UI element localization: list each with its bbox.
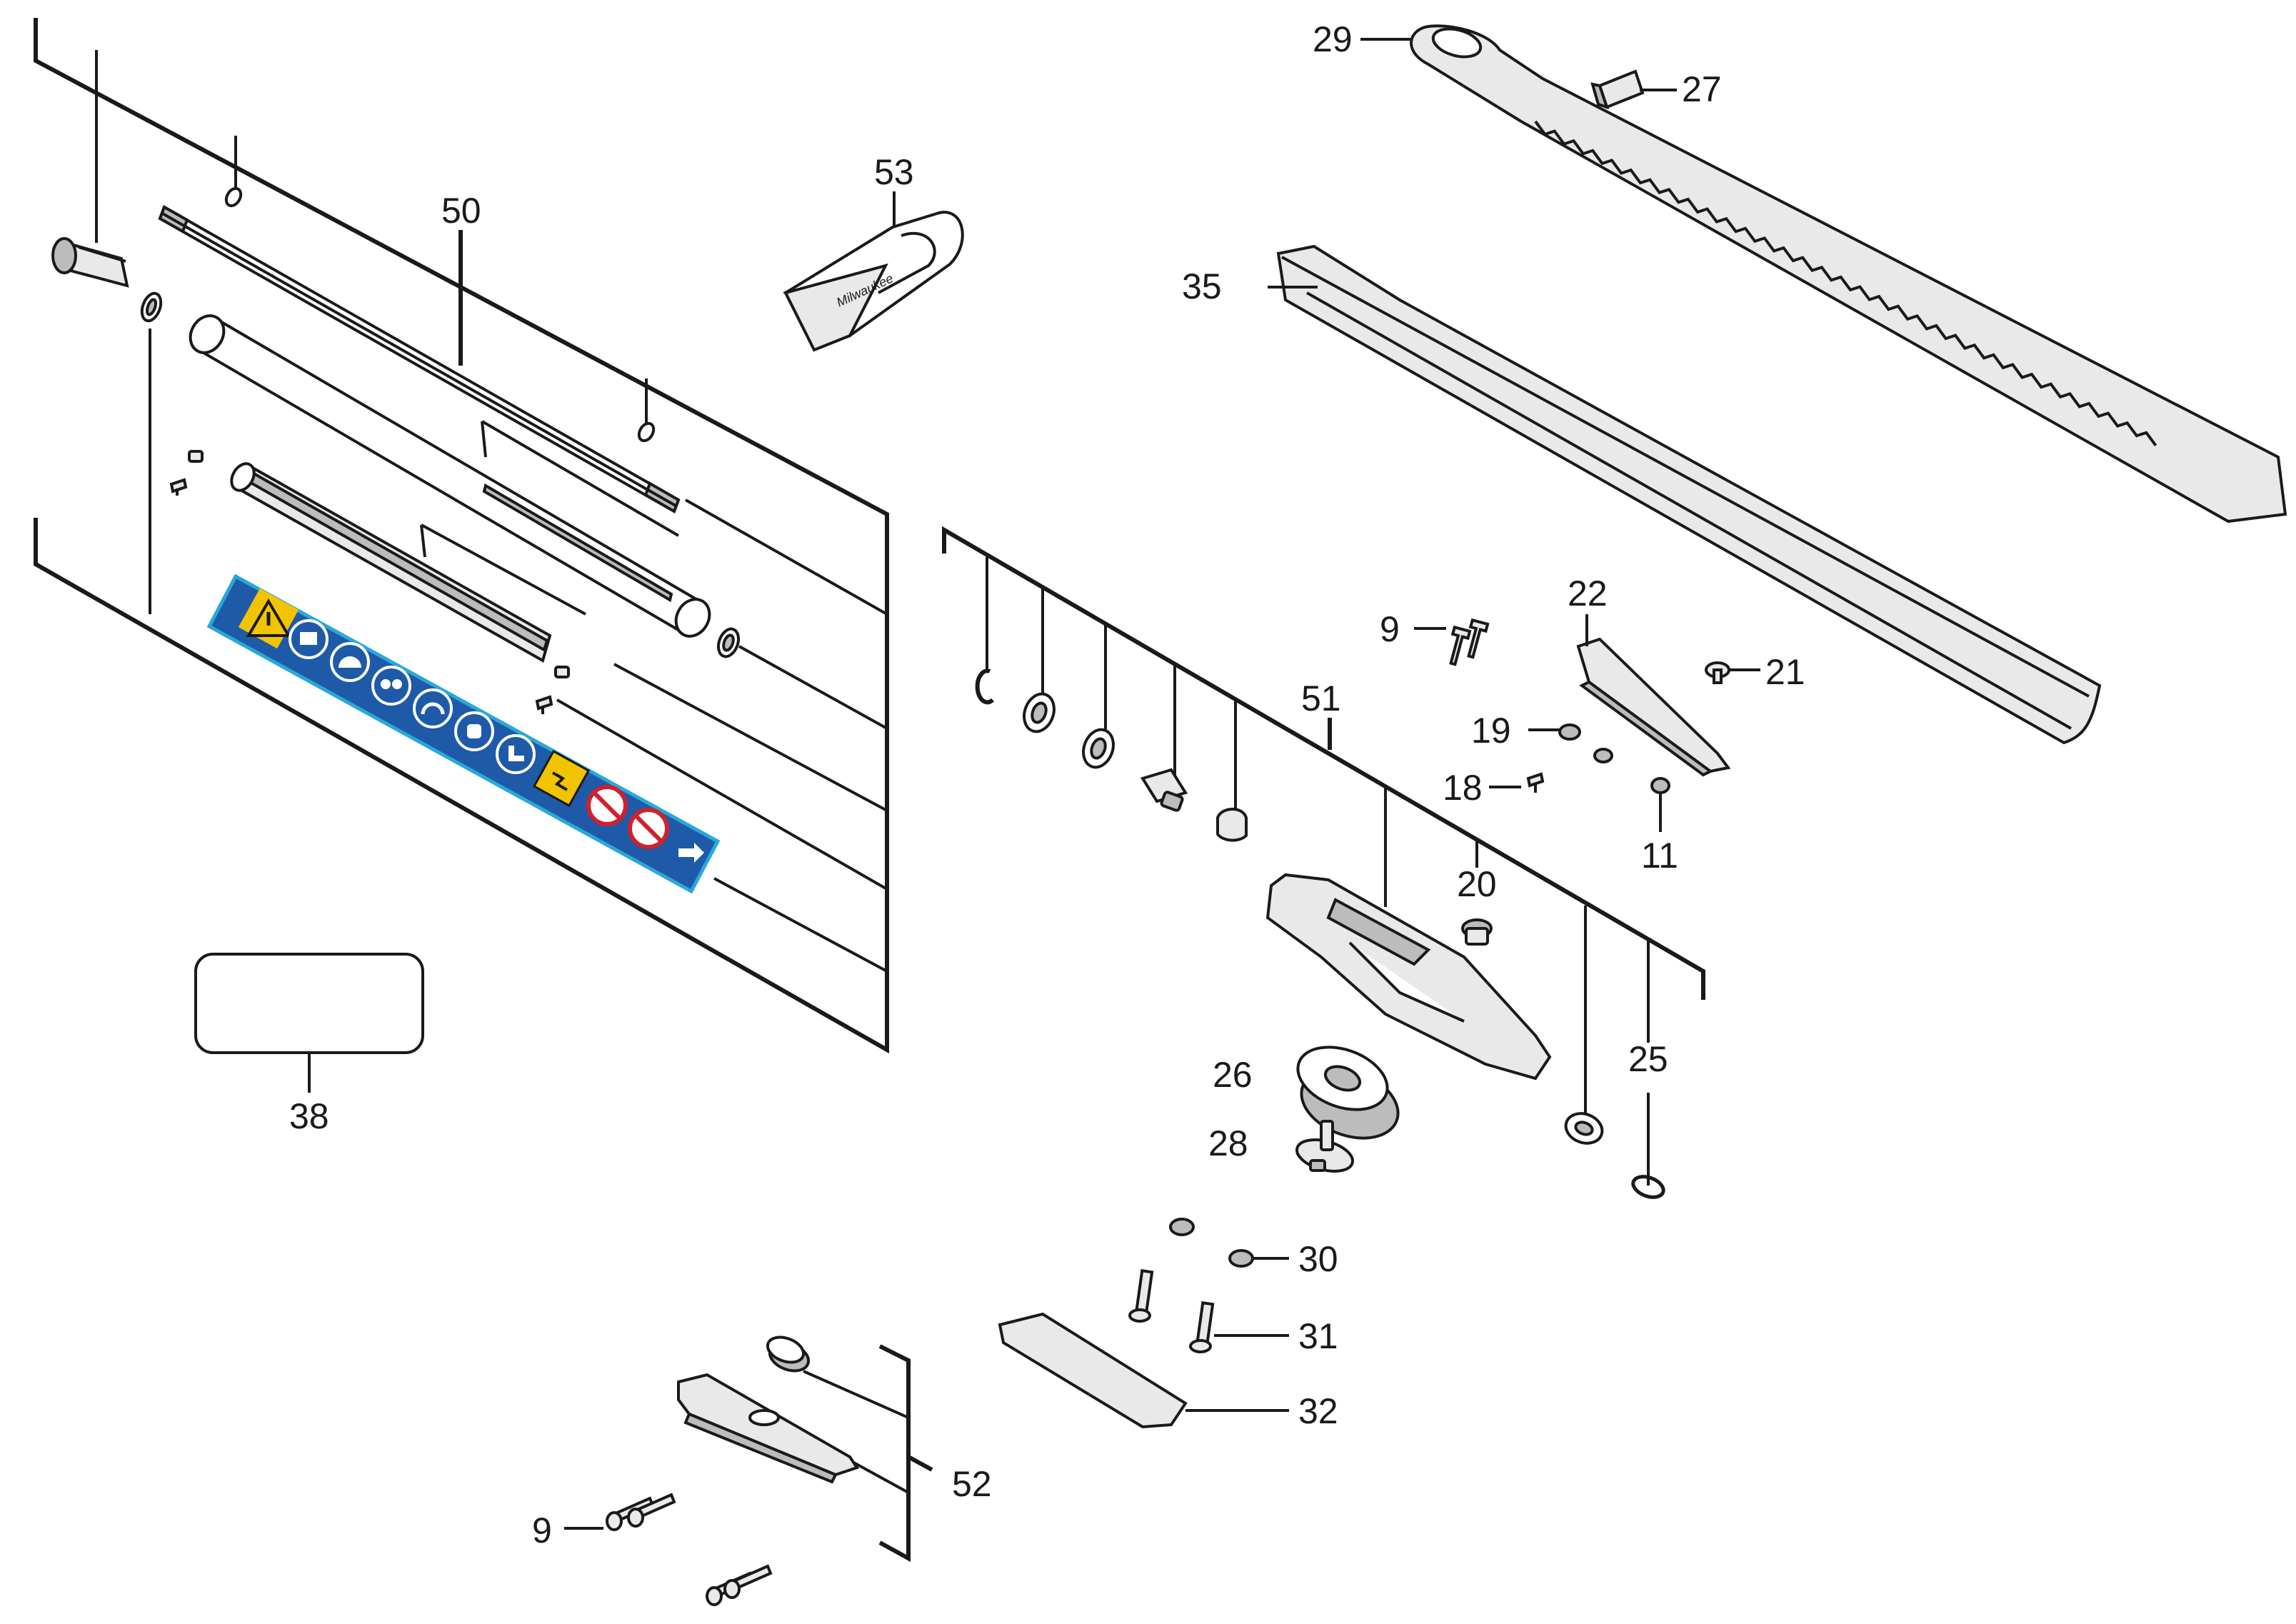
- crank-28: [1295, 1120, 1354, 1173]
- spacer-52: [766, 1335, 811, 1373]
- part-27: [1590, 69, 1677, 110]
- small-ring-left: [140, 291, 163, 323]
- arrow-icon: [678, 843, 704, 863]
- label-22: 22: [1568, 573, 1608, 613]
- label-31: 31: [1298, 1316, 1338, 1356]
- blade-29: [1360, 24, 2287, 523]
- gear-26: [1296, 1046, 1400, 1140]
- small-ring-top: [224, 186, 243, 208]
- label-11: 11: [1641, 836, 1678, 876]
- retaining-ring-25: [1631, 1175, 1665, 1199]
- label-38: 38: [289, 1096, 329, 1136]
- power-line-hazard-icon: [532, 749, 591, 808]
- no-hands-icon: [628, 808, 669, 849]
- safety-decal: [206, 573, 721, 894]
- leader-lines-51: [986, 557, 1650, 1186]
- cover-52: [677, 1373, 860, 1484]
- nut-19: [1528, 723, 1581, 741]
- label-9-top: 9: [1380, 609, 1400, 649]
- label-30: 30: [1298, 1239, 1338, 1279]
- leader-lines-52: [803, 1370, 909, 1494]
- bushing-cap: [1216, 808, 1248, 842]
- tube-lower: [230, 462, 586, 663]
- bushing-right: [716, 627, 741, 658]
- tube-upper: [189, 314, 711, 638]
- retaining-ring-left: [975, 668, 995, 705]
- label-20: 20: [1457, 864, 1497, 904]
- drive-shaft: [158, 205, 681, 513]
- eye-protection-icon: [371, 666, 411, 706]
- label-51: 51: [1301, 678, 1341, 718]
- nut-small-mid: [1593, 748, 1613, 763]
- tag-53: Milwaukee: [783, 191, 964, 352]
- nuts-30: [1169, 1218, 1289, 1268]
- screw-21: [1705, 661, 1760, 684]
- small-ring-mid: [637, 421, 656, 443]
- label-50: 50: [441, 191, 481, 231]
- kit-bracket-50: [34, 18, 889, 1054]
- small-screw-left: [169, 478, 188, 496]
- label-32: 32: [1298, 1391, 1338, 1431]
- label-25: 25: [1628, 1039, 1668, 1079]
- gloves-icon: [454, 711, 494, 751]
- small-screw-right: [535, 695, 553, 714]
- label-19: 19: [1471, 711, 1511, 751]
- label-27: 27: [1682, 69, 1722, 109]
- arm-22: [1576, 614, 1731, 777]
- hard-hat-icon: [330, 642, 370, 682]
- gear-housing-51: [1265, 873, 1552, 1081]
- plate-32: [998, 1312, 1289, 1429]
- leader-lines-50: [95, 50, 888, 973]
- screw-18: [1489, 772, 1545, 793]
- label-21: 21: [1765, 652, 1805, 692]
- screws-9-bottom: [564, 1493, 773, 1606]
- small-nut-left: [188, 450, 204, 463]
- screws-9-top: [1414, 618, 1490, 666]
- label-26: 26: [1213, 1055, 1253, 1095]
- part-labels: 29 27 53 50 35 22 9 21 51 19 18 11 20 26…: [289, 19, 1805, 1550]
- boots-icon: [496, 734, 536, 774]
- small-nut-right: [554, 666, 570, 678]
- label-35: 35: [1182, 266, 1222, 306]
- ear-protection-icon: [413, 688, 453, 728]
- screws-31: [1128, 1269, 1289, 1353]
- kit-bracket-52: [878, 1344, 933, 1563]
- kit-bracket-51: [942, 526, 1705, 1000]
- bearing-1: [1023, 692, 1056, 733]
- screw-20: [1461, 918, 1493, 946]
- bearing-2: [1082, 728, 1115, 769]
- label-18: 18: [1443, 768, 1483, 808]
- pinion-shaft: [1140, 768, 1188, 812]
- label-9-bottom: 9: [532, 1510, 552, 1550]
- label-28: 28: [1208, 1123, 1248, 1163]
- label-52: 52: [952, 1464, 992, 1504]
- read-manual-icon: [289, 619, 329, 659]
- nut-11: [1650, 777, 1670, 832]
- no-bystanders-icon: [586, 785, 628, 826]
- guard-35: [1268, 244, 2102, 745]
- coupler-part: [51, 237, 129, 288]
- blank-label-38: [194, 953, 424, 1093]
- warning-triangle-icon: [238, 588, 299, 649]
- bearing-25: [1564, 1112, 1604, 1145]
- label-53: 53: [874, 152, 914, 192]
- label-29: 29: [1313, 19, 1353, 59]
